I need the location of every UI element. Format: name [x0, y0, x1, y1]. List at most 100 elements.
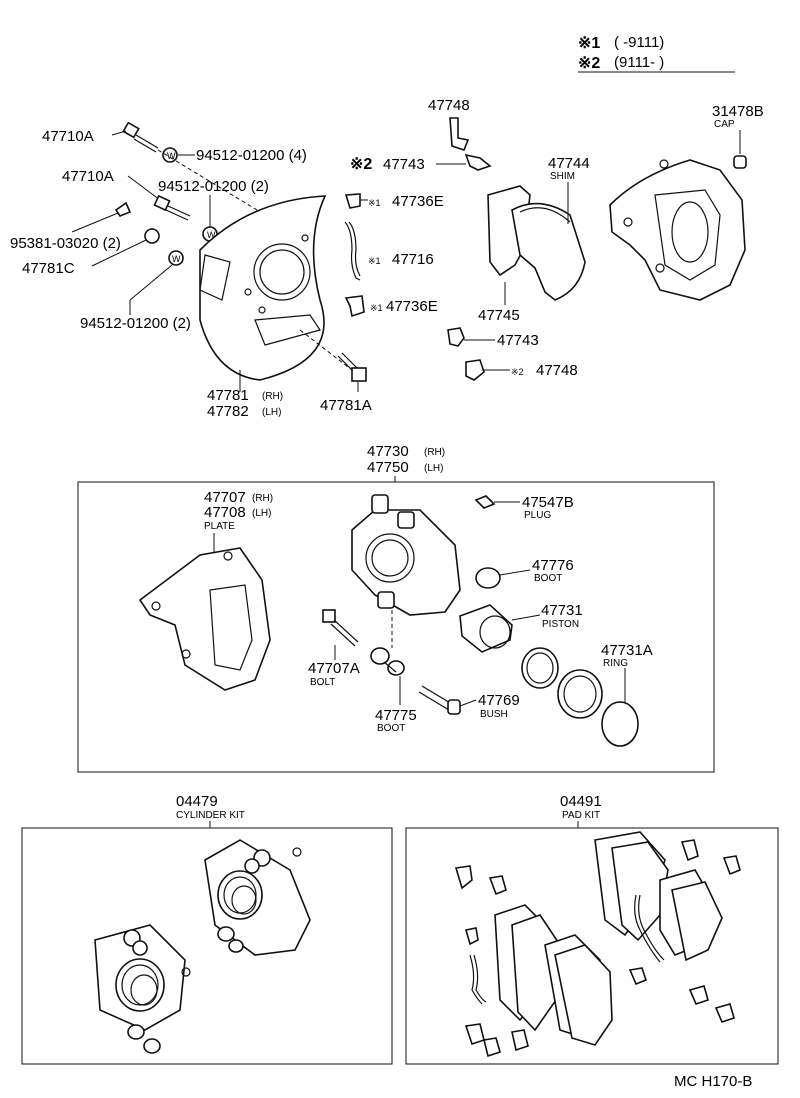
label-31478b-sub: CAP [714, 119, 735, 130]
mark-47736e-1: ※1 [368, 198, 381, 208]
label-47775-sub: BOOT [377, 723, 405, 734]
bolt-47707a [322, 609, 359, 647]
boot-47776 [475, 567, 501, 589]
label-47736e-1: 47736E [392, 193, 444, 210]
label-47731a: 47731A [601, 642, 653, 659]
wire-47716 [344, 221, 361, 281]
legend-mark-1: ※1 [578, 35, 600, 52]
label-47730: 47730 [367, 443, 409, 460]
label-47707-rh: (RH) [252, 493, 273, 504]
label-47769: 47769 [478, 692, 520, 709]
label-47710a-1: 47710A [42, 128, 94, 145]
clip-47736e-1 [344, 193, 361, 209]
caliper-assembly-parts: 47707 (RH) 47708 (LH) PLATE 47547B PLUG [138, 489, 653, 747]
boot-ring [557, 669, 603, 719]
label-47731: 47731 [541, 602, 583, 619]
cap-31478b [733, 155, 747, 169]
label-47744: 47744 [548, 155, 590, 172]
label-47710a-2: 47710A [62, 168, 114, 185]
washer-94512-low [168, 250, 184, 266]
pad-kit-parts [454, 831, 741, 1058]
label-94512-1: 94512-01200 (4) [196, 147, 307, 164]
label-47781a: 47781A [320, 397, 372, 414]
label-47707a: 47707A [308, 660, 360, 677]
label-47743-bot: 47743 [497, 332, 539, 349]
label-47708: 47708 [204, 504, 246, 521]
label-47730-rh: (RH) [424, 447, 445, 458]
pad-hardware-group: 47748 ※2 47743 ※1 47736E ※1 47716 ※1 477… [344, 97, 590, 381]
label-94512-3: 94512-01200 (2) [80, 315, 191, 332]
label-47547b: 47547B [522, 494, 574, 511]
dust-shield-group: 47710A W 94512-01200 (4) 47710A 94512-01… [10, 121, 372, 420]
label-47743-top: 47743 [383, 156, 425, 173]
clip-47743-top [464, 153, 492, 171]
nut-47781c [144, 228, 160, 244]
label-04491: 04491 [560, 793, 602, 810]
diagram-code: MC H170-B [674, 1073, 752, 1090]
cylinder-kit-box [21, 827, 393, 1065]
svg-text:W: W [207, 230, 216, 240]
label-47781-rh: (RH) [262, 391, 283, 402]
label-04491-sub: PAD KIT [562, 810, 600, 821]
ring-47731a [601, 701, 639, 747]
mark-47736e-2: ※1 [370, 303, 383, 313]
dust-shield-plate [199, 195, 327, 381]
label-47716: 47716 [392, 251, 434, 268]
bolt-47781a [337, 352, 367, 382]
label-47736e-2: 47736E [386, 298, 438, 315]
label-47707a-sub: BOLT [310, 677, 335, 688]
clip-47743-bot [447, 327, 465, 347]
label-47547b-sub: PLUG [524, 510, 551, 521]
mark-47716: ※1 [368, 256, 381, 266]
label-47731-sub: PISTON [542, 619, 579, 630]
clip-47748-bot [465, 359, 485, 381]
pad-47745 [511, 202, 586, 301]
label-47776-sub: BOOT [534, 573, 562, 584]
label-47708-lh: (LH) [252, 508, 271, 519]
clip-47736e-2 [344, 295, 365, 318]
clip-95381 [114, 201, 132, 217]
bolt-47710a-mid [153, 194, 191, 221]
label-04479-sub: CYLINDER KIT [176, 810, 245, 821]
label-47769-sub: BUSH [480, 709, 508, 720]
mounting-plate-47707 [138, 547, 271, 691]
legend-mark-2: ※2 [578, 55, 600, 72]
label-47781: 47781 [207, 387, 249, 404]
label-47707: 47707 [204, 489, 246, 506]
legend: ※1 ( -9111) ※2 (9111- ) [578, 34, 735, 73]
label-95381: 95381-03020 (2) [10, 235, 121, 252]
label-47745: 47745 [478, 307, 520, 324]
caliper-upper-group: 31478B CAP [609, 103, 764, 301]
pad-kit-box [405, 827, 779, 1065]
label-47708-sub: PLATE [204, 521, 235, 532]
washer-94512-top [162, 147, 178, 163]
label-47731a-sub: RING [603, 658, 628, 669]
label-47744-sub: SHIM [550, 171, 575, 182]
clip-47748-top [449, 117, 470, 151]
label-47750-lh: (LH) [424, 463, 443, 474]
label-31478b: 31478B [712, 103, 764, 120]
caliper-housing-upper [609, 159, 746, 301]
label-47748-bot: 47748 [536, 362, 578, 379]
label-04479: 04479 [176, 793, 218, 810]
caliper-assembly-box [77, 481, 715, 773]
label-47782: 47782 [207, 403, 249, 420]
plug-47547b [474, 495, 496, 509]
label-47776: 47776 [532, 557, 574, 574]
label-47750: 47750 [367, 459, 409, 476]
boot-47775 [370, 647, 405, 676]
label-47748-top: 47748 [428, 97, 470, 114]
label-94512-2: 94512-01200 (2) [158, 178, 269, 195]
label-47781c: 47781C [22, 260, 75, 277]
svg-text:W: W [172, 254, 181, 264]
legend-range-2: (9111- ) [614, 54, 664, 71]
bush-47769 [418, 685, 461, 715]
caliper-body [351, 494, 461, 616]
cylinder-kit-parts [94, 839, 311, 1054]
legend-range-1: ( -9111) [614, 34, 664, 51]
svg-text:W: W [167, 151, 176, 161]
mark-47743-top: ※2 [350, 156, 372, 173]
piston-47731 [459, 604, 513, 653]
bolt-47710a-top [122, 121, 159, 153]
